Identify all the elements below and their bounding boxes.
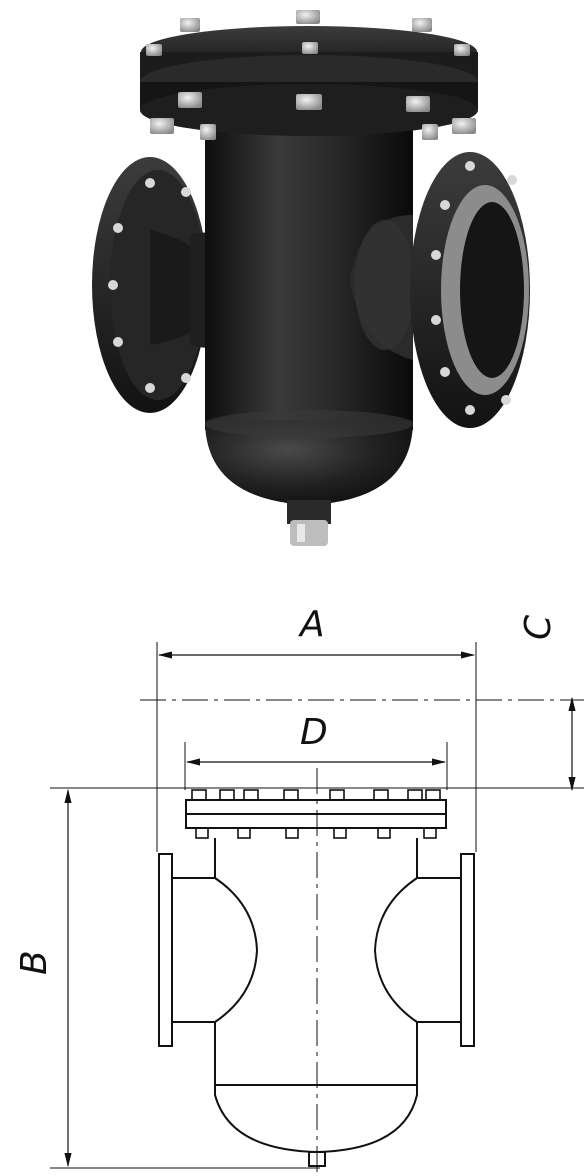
dim-label-c: C bbox=[518, 614, 559, 640]
main-body bbox=[205, 120, 413, 546]
dimension-lines bbox=[64, 651, 576, 1168]
technical-drawing: A D B C bbox=[14, 604, 584, 1176]
dim-label-d: D bbox=[300, 712, 328, 753]
left-flange bbox=[92, 157, 215, 413]
cover-bolts bbox=[146, 10, 476, 140]
dim-label-a: A bbox=[298, 604, 325, 645]
dim-label-b: B bbox=[14, 950, 55, 975]
right-flange bbox=[410, 152, 530, 428]
strainer-outline bbox=[158, 789, 475, 1167]
strainer-photo bbox=[92, 10, 530, 546]
